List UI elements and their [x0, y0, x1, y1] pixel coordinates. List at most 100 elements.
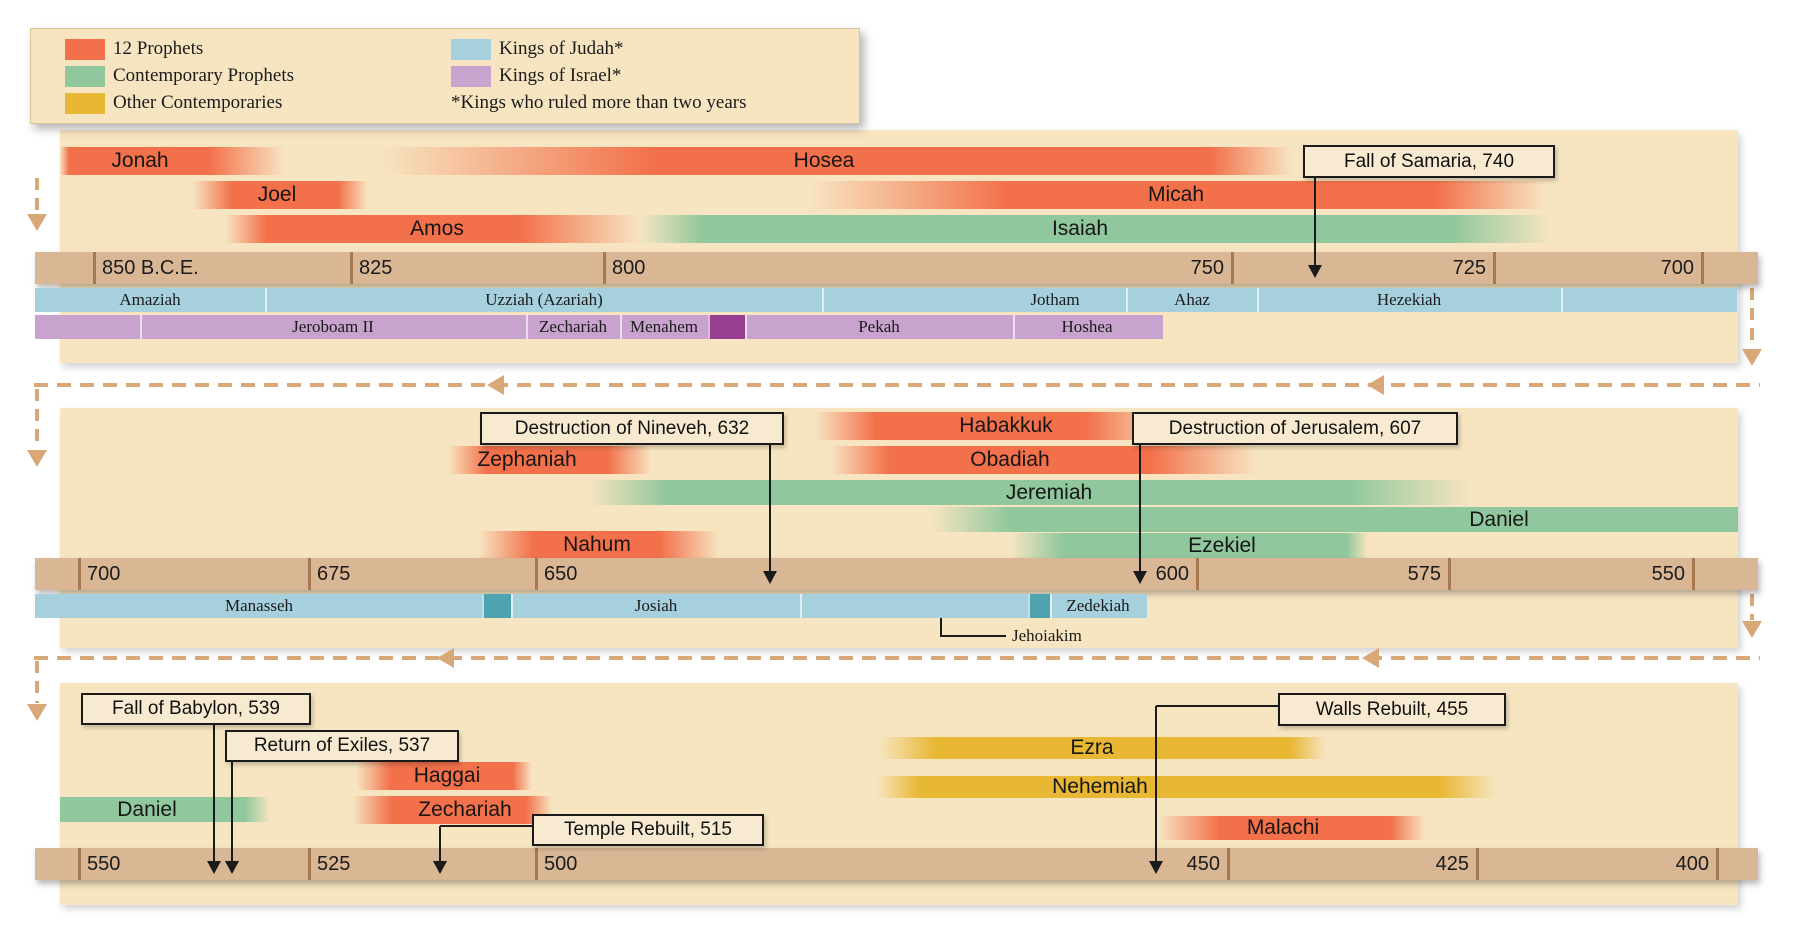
king-connector-hline: [940, 635, 1006, 637]
axis-tick-725: [1493, 252, 1496, 284]
band-850-700-kings-of-israel-segment-menahem: [620, 315, 710, 339]
axis-label-500: 500: [544, 853, 578, 875]
bar-jonah: [60, 147, 285, 175]
axis-tick-850-b-c-e: [93, 252, 96, 284]
bar-obadiah: [830, 446, 1256, 474]
continuation-arrow-left-icon: [437, 648, 454, 668]
legend-label-12-prophets: 12 Prophets: [113, 38, 204, 59]
callout-line: [1156, 705, 1278, 707]
axis-label-575: 575: [1407, 563, 1441, 585]
axis-label-650: 650: [544, 563, 578, 585]
callout-line: [231, 758, 233, 861]
dashed-connector-line: [35, 661, 39, 703]
king-label-zedekiah: Zedekiah: [1066, 596, 1130, 615]
legend-label-other-contemporaries: Other Contemporaries: [113, 92, 283, 113]
legend-note: *Kings who ruled more than two years: [451, 92, 747, 113]
callout-line: [769, 441, 771, 571]
callout-arrow-down-icon: [225, 861, 239, 874]
callout-text: Fall of Samaria, 740: [1343, 150, 1515, 172]
king-connector-vline: [940, 618, 942, 637]
band-850-700-kings-of-judah-segment-uzziah-azariah: [265, 288, 824, 312]
bar-label-nehemiah: Nehemiah: [1052, 775, 1148, 798]
bar-label-ezra: Ezra: [1070, 736, 1114, 759]
axis-label-700: 700: [1660, 257, 1694, 279]
bar-label-amos: Amos: [410, 217, 464, 240]
bar-haggai: [356, 762, 532, 790]
band-850-700-axis: [35, 252, 1758, 284]
band-850-700-kings-of-judah-segment: [1561, 288, 1737, 312]
bar-zechariah: [352, 796, 552, 824]
continuation-arrow-left-icon: [1362, 648, 1379, 668]
axis-tick-675: [308, 558, 311, 590]
continuation-arrow-down-icon: [1742, 349, 1762, 366]
continuation-arrow-down-icon: [27, 214, 47, 231]
axis-tick-750: [1231, 252, 1234, 284]
axis-label-400: 400: [1675, 853, 1709, 875]
callout-walls-rebuilt-455: Walls Rebuilt, 455: [1278, 693, 1506, 726]
bar-nehemiah: [876, 776, 1496, 798]
bar-ezra: [878, 737, 1326, 759]
callout-text: Fall of Babylon, 539: [112, 698, 280, 719]
band-850-700-kings-of-israel-segment-pekah: [745, 315, 1015, 339]
bar-ezekiel: [1010, 533, 1368, 558]
callout-fall-of-samaria-740: Fall of Samaria, 740: [1303, 145, 1555, 178]
axis-tick-575: [1448, 558, 1451, 590]
bar-daniel: [930, 507, 1738, 532]
axis-label-800: 800: [612, 257, 646, 279]
axis-label-550: 550: [87, 853, 121, 875]
callout-destruction-of-nineveh-632: Destruction of Nineveh, 632: [480, 412, 784, 445]
callout-text: Return of Exiles, 537: [253, 735, 431, 756]
band-700-550-kings-of-judah-segment-josiah: [511, 594, 802, 618]
band-700-550-axis: [35, 558, 1758, 590]
dashed-connector-line: [1750, 594, 1754, 620]
king-label-jehoiakim: Jehoiakim: [1012, 626, 1082, 645]
callout-return-of-exiles-537: Return of Exiles, 537: [225, 730, 459, 762]
dashed-connector-line: [34, 383, 1760, 387]
band-850-700-kings-of-judah-segment-ahaz: [1126, 288, 1259, 312]
bar-label-daniel: Daniel: [1469, 508, 1529, 531]
axis-tick-550: [1692, 558, 1695, 590]
axis-tick-700: [1701, 252, 1704, 284]
callout-arrow-down-icon: [433, 861, 447, 874]
bar-label-zephaniah: Zephaniah: [477, 448, 577, 471]
bar-label-malachi: Malachi: [1246, 816, 1320, 839]
band-850-700-kings-of-judah-segment-amaziah: [35, 288, 265, 312]
bar-isaiah: [640, 215, 1552, 243]
king-label-menahem: Menahem: [630, 317, 698, 336]
king-label-hoshea: Hoshea: [1061, 317, 1113, 336]
bar-malachi: [1158, 816, 1425, 840]
callout-arrow-down-icon: [1308, 265, 1322, 278]
king-label-manasseh: Manasseh: [225, 596, 293, 615]
callout-line: [1155, 706, 1157, 861]
legend-label-kings-of-judah: Kings of Judah*: [499, 38, 624, 59]
bar-label-obadiah: Obadiah: [970, 448, 1050, 471]
axis-tick-450: [1227, 848, 1230, 880]
axis-label-700: 700: [87, 563, 121, 585]
axis-label-750: 750: [1190, 257, 1224, 279]
bar-zephaniah: [448, 446, 652, 474]
dashed-connector-line: [35, 178, 39, 214]
callout-line: [1314, 174, 1316, 265]
callout-temple-rebuilt-515: Temple Rebuilt, 515: [532, 814, 764, 846]
bar-label-joel: Joel: [257, 183, 297, 206]
axis-tick-825: [350, 252, 353, 284]
bar-label-nahum: Nahum: [563, 533, 631, 556]
bar-micah: [810, 181, 1545, 209]
bar-label-zechariah: Zechariah: [418, 798, 512, 821]
continuation-arrow-left-icon: [1367, 375, 1384, 395]
axis-tick-650: [535, 558, 538, 590]
band-850-700-kings-of-israel-segment-zechariah: [526, 315, 622, 339]
dashed-connector-line: [1750, 288, 1754, 348]
callout-line: [439, 826, 441, 861]
axis-tick-800: [603, 252, 606, 284]
band-700-550-kings-of-judah-segment-manasseh: [35, 594, 482, 618]
legend-label-kings-of-israel: Kings of Israel*: [499, 65, 622, 86]
callout-text: Temple Rebuilt, 515: [564, 819, 732, 840]
dashed-connector-line: [34, 656, 1760, 660]
12-prophets-swatch: [65, 39, 105, 60]
axis-tick-700: [78, 558, 81, 590]
king-label-jeroboam-ii: Jeroboam II: [292, 317, 374, 336]
bar-label-jonah: Jonah: [111, 149, 169, 172]
callout-line: [1139, 441, 1141, 571]
band-550-400-axis: [35, 848, 1758, 880]
